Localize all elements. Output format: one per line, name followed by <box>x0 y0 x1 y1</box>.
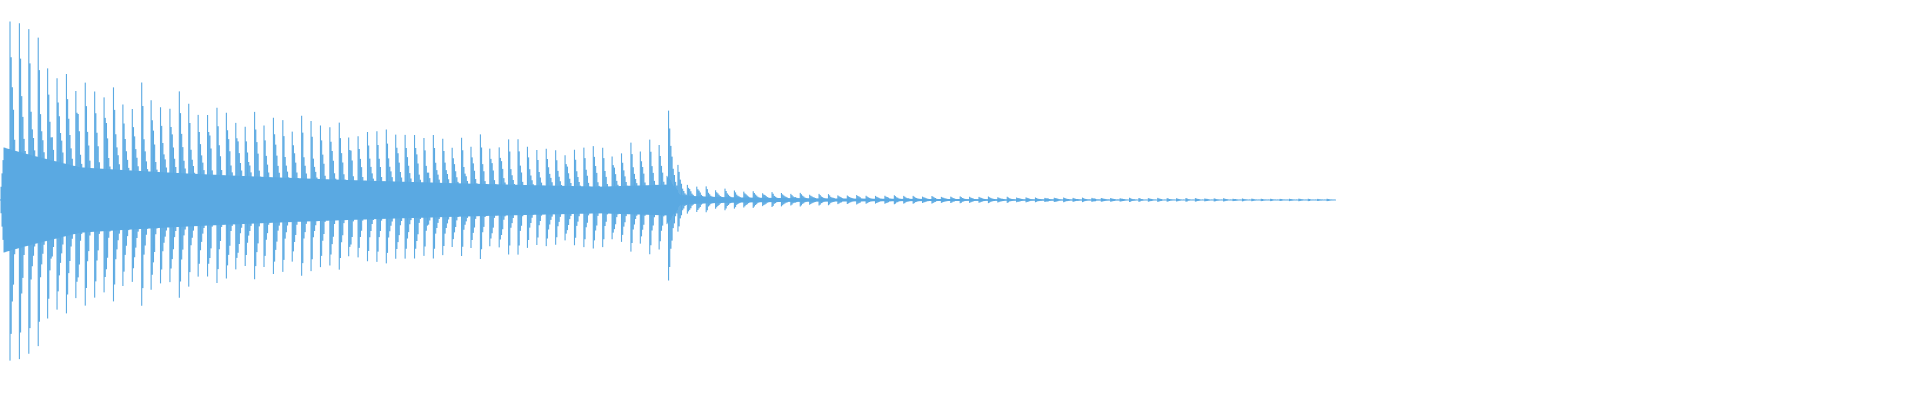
waveform-body <box>0 147 1335 253</box>
waveform-bars <box>0 21 1336 361</box>
